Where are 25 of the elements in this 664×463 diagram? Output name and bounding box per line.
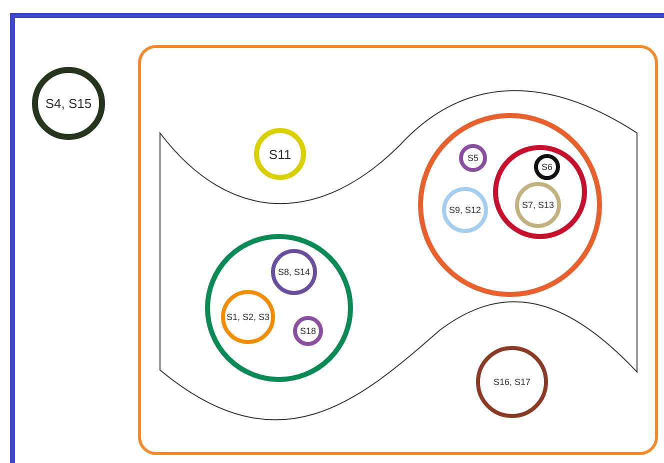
set-circle [254,128,306,180]
set-circle [534,154,560,180]
frame-box [10,13,664,463]
set-label: S18 [300,326,316,336]
set-label: S16, S17 [493,377,531,387]
set-circle [493,145,587,239]
set-label: S7, S13 [522,200,554,210]
set-circle [515,182,561,228]
set-circle [476,346,548,418]
set-label: S5 [467,153,478,163]
set-circle [32,67,105,140]
set-circle [459,144,487,172]
set-label: S1, S2, S3 [226,312,270,322]
set-label: S11 [268,146,292,162]
set-circle [221,290,275,344]
set-circle [418,113,602,297]
set-label: S4, S15 [45,96,92,111]
set-circle [293,316,323,346]
set-label: S9, S12 [448,205,482,215]
set-circle [442,187,488,233]
rounded-panel [138,45,658,455]
set-label: S6 [541,162,552,172]
set-circle [205,234,353,382]
set-circle [271,249,317,295]
set-label: S8, S14 [278,267,310,277]
